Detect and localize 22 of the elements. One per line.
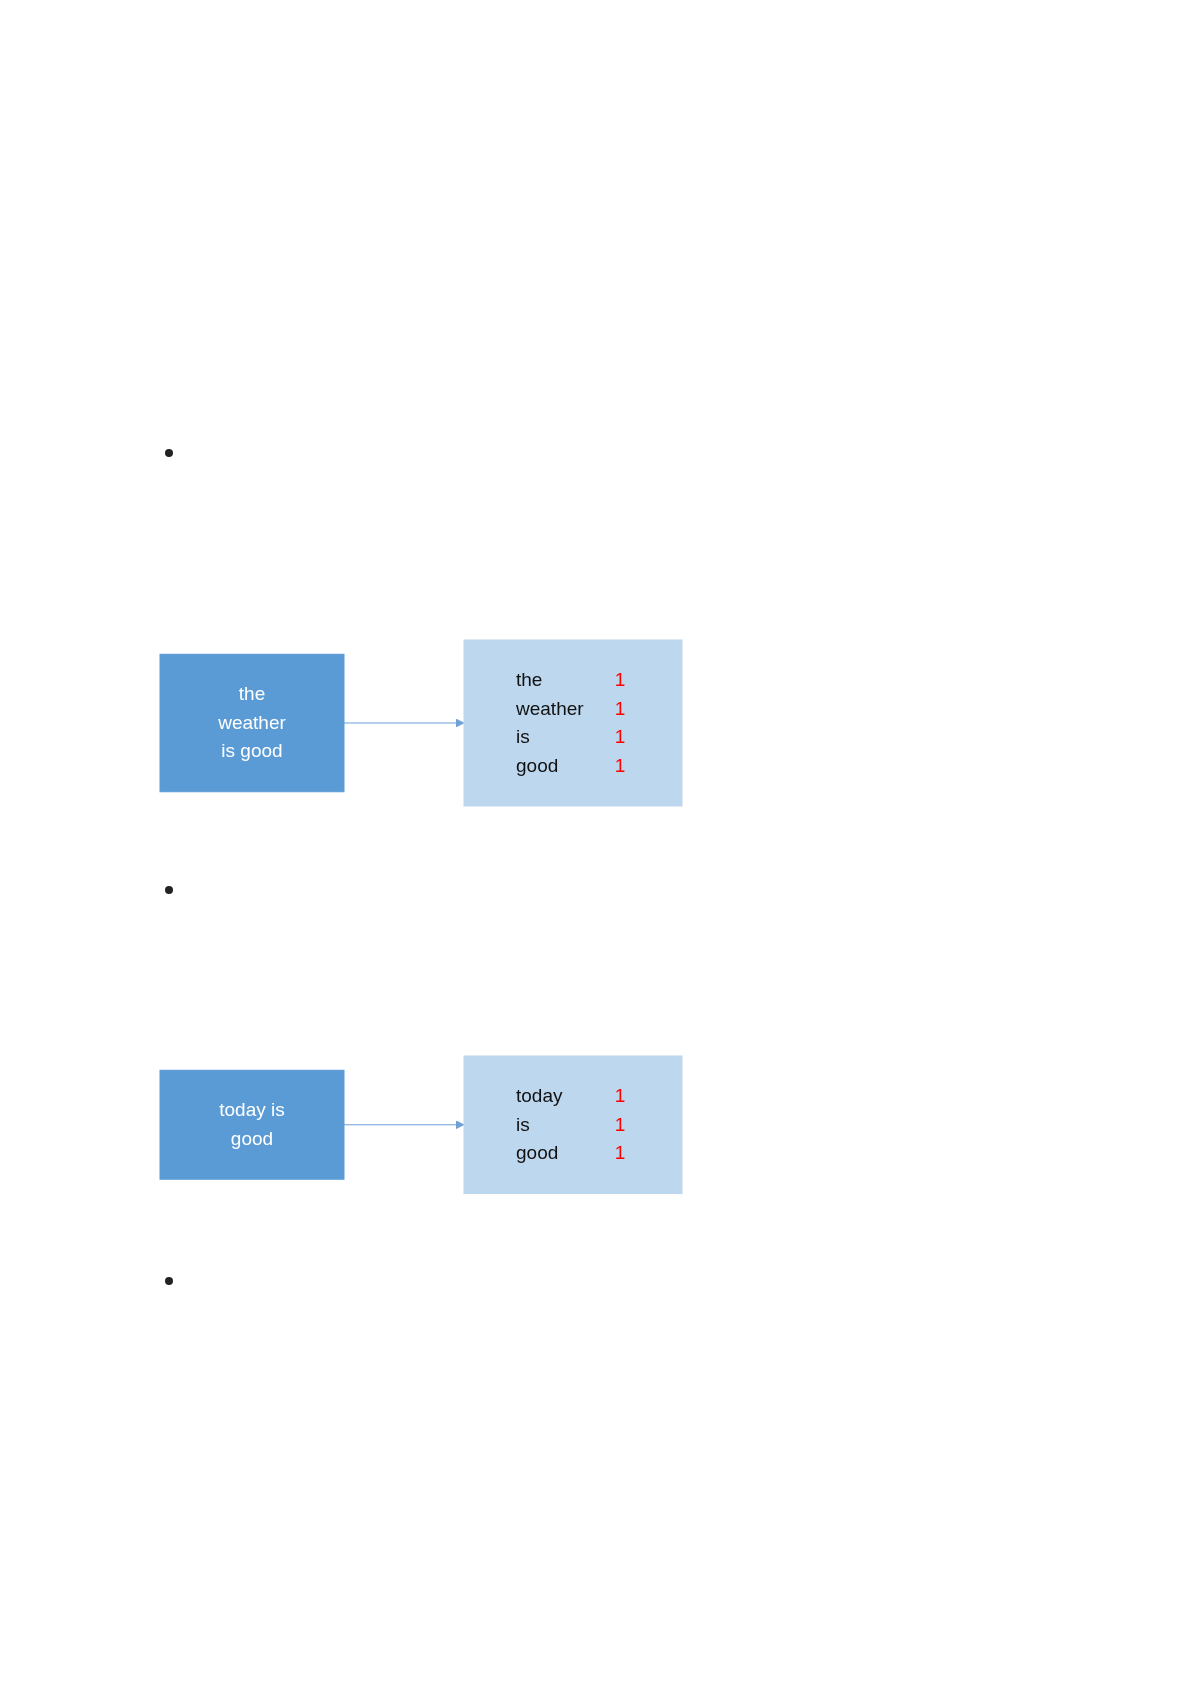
count-text: 1 xyxy=(614,725,627,749)
count-text: 1 xyxy=(614,696,627,721)
word-count-box xyxy=(463,1055,683,1194)
arrow xyxy=(343,1120,465,1130)
box-text: the weather is good xyxy=(217,682,287,764)
count-text: 1 xyxy=(614,1084,627,1108)
count-text: 1 xyxy=(614,1141,627,1165)
word-count-box xyxy=(463,639,683,807)
word-text: good xyxy=(516,1141,560,1165)
count-text: 1 xyxy=(614,668,627,692)
process-box xyxy=(159,1069,345,1180)
word-text: weather xyxy=(516,696,585,721)
word-text: the xyxy=(516,668,544,692)
word-text: good xyxy=(516,753,560,778)
box-text: today is good xyxy=(218,1098,286,1151)
word-text: today xyxy=(516,1084,564,1108)
word-text: is xyxy=(516,725,531,749)
count-text: 1 xyxy=(614,753,627,778)
process-box xyxy=(159,653,345,793)
word-text: is xyxy=(516,1112,531,1137)
count-text: 1 xyxy=(614,1112,627,1137)
arrow xyxy=(343,718,465,728)
